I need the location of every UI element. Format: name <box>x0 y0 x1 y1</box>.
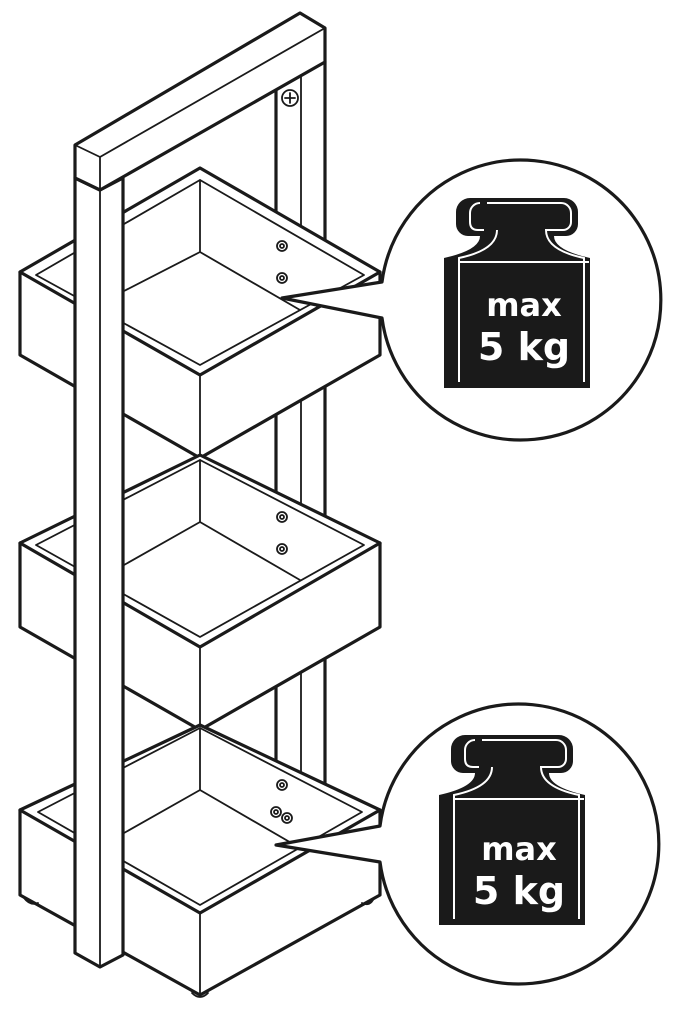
weight-icon: max 5 kg <box>439 735 585 925</box>
screw-icon <box>270 779 293 824</box>
screw-icon <box>281 89 299 107</box>
svg-text:max: max <box>481 830 557 868</box>
top-bar <box>73 11 327 192</box>
front-post <box>73 176 125 969</box>
weight-icon: max 5 kg <box>444 198 590 388</box>
load-callout-top: max 5 kg <box>280 158 663 442</box>
svg-text:5 kg: 5 kg <box>478 325 570 369</box>
svg-text:5 kg: 5 kg <box>473 869 565 913</box>
load-callout-bottom: max 5 kg <box>274 702 661 986</box>
screw-icon <box>276 240 288 284</box>
svg-text:max: max <box>486 286 562 324</box>
foot <box>23 897 375 998</box>
screw-icon <box>276 511 288 555</box>
